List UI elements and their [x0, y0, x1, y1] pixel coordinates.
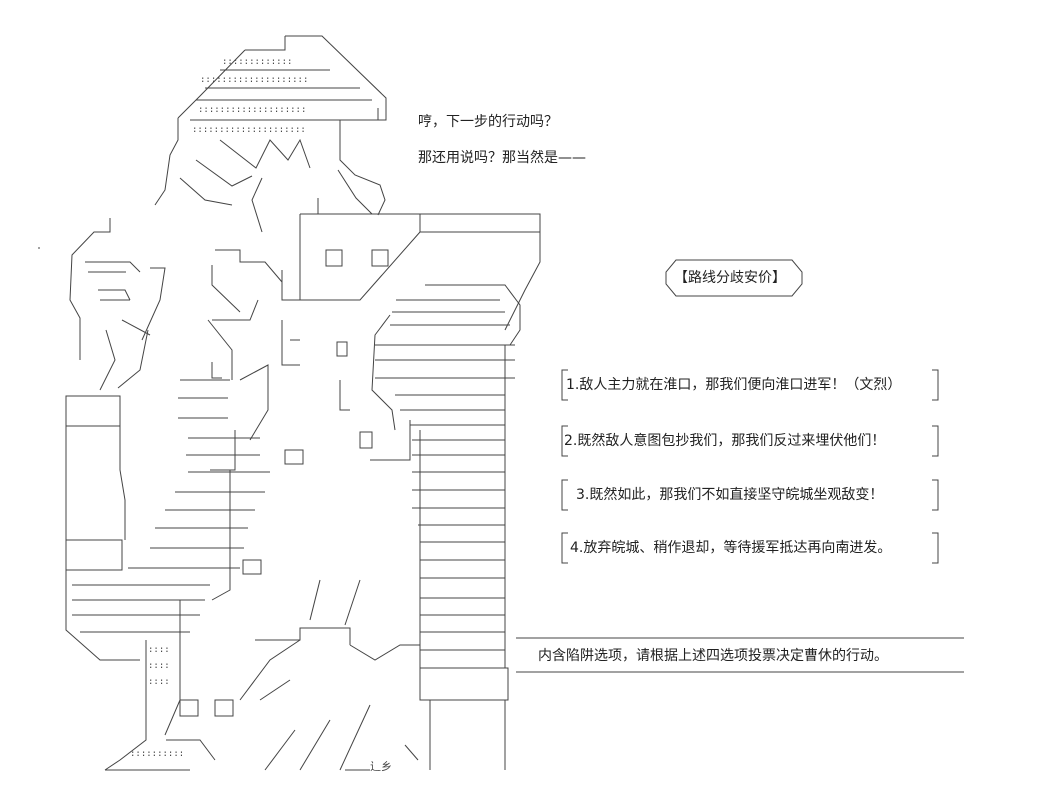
route-title-frame: [665, 259, 803, 297]
option-bracket: [561, 425, 939, 457]
option-3-label: 3.既然如此，那我们不如直接坚守皖城坐观敌变！: [576, 487, 884, 503]
route-title: 【路线分歧安价】: [674, 270, 786, 286]
svg-text:::::::::::: ::::::::::: [130, 749, 184, 759]
svg-text::::::::::::::::::::::: :::::::::::::::::::::: [192, 125, 306, 135]
option-bracket: [561, 369, 939, 401]
svg-text:::::::::::::::::::::: ::::::::::::::::::::: [198, 105, 306, 115]
voting-note-text: 内含陷阱选项，请根据上述四选项投票决定曹休的行动。: [538, 648, 888, 664]
option-4[interactable]: 4.放弃皖城、稍作退却，等待援军抵达再向南进发。: [560, 531, 940, 565]
svg-text:::::: ::::: [148, 645, 170, 655]
note-rules: [516, 637, 964, 673]
voting-note: 内含陷阱选项，请根据上述四选项投票决定曹休的行动。: [516, 637, 964, 673]
option-1[interactable]: 1.敌人主力就在淮口，那我们便向淮口进军！（文烈）: [560, 368, 940, 402]
dialogue-line-2: 那还用说吗？那当然是——: [418, 150, 586, 166]
svg-text:::::::::::::::::::::: ::::::::::::::::::::: [200, 75, 308, 85]
dialogue-line-1: 哼，下一步的行动吗？: [418, 114, 558, 130]
svg-text:::::: ::::: [148, 661, 170, 671]
option-4-label: 4.放弃皖城、稍作退却，等待援军抵达再向南进发。: [570, 540, 892, 556]
option-1-label: 1.敌人主力就在淮口，那我们便向淮口进军！（文烈）: [566, 377, 902, 393]
route-title-box: 【路线分歧安价】: [664, 258, 804, 298]
option-3[interactable]: 3.既然如此，那我们不如直接坚守皖城坐观敌变！: [560, 478, 940, 512]
option-2[interactable]: 2.既然敌人意图包抄我们，那我们反过来埋伏他们！: [560, 424, 940, 458]
option-2-label: 2.既然敌人意图包抄我们，那我们反过来埋伏他们！: [564, 433, 886, 449]
option-bracket: [561, 479, 939, 511]
hair-dots: :::::::::::::: [222, 57, 292, 67]
dialogue: 哼，下一步的行动吗？ 那还用说吗？那当然是——: [418, 104, 586, 176]
artist-signature: 辶乡: [370, 760, 392, 773]
svg-text:::::: ::::: [148, 677, 170, 687]
option-bracket: [561, 532, 939, 564]
